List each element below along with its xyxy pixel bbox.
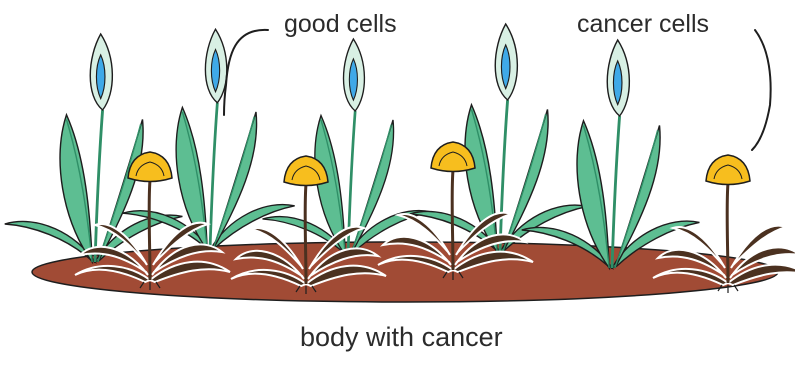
good-cell-plant xyxy=(522,40,700,268)
good-cell-plant xyxy=(263,39,431,255)
good-cells-label: good cells xyxy=(284,10,397,39)
good-cells-pointer xyxy=(224,30,268,115)
cancer-cells-pointer xyxy=(752,30,771,150)
diagram-caption: body with cancer xyxy=(300,322,503,353)
cancer-cells-label: cancer cells xyxy=(577,10,709,39)
good-cell-plant xyxy=(5,34,183,262)
